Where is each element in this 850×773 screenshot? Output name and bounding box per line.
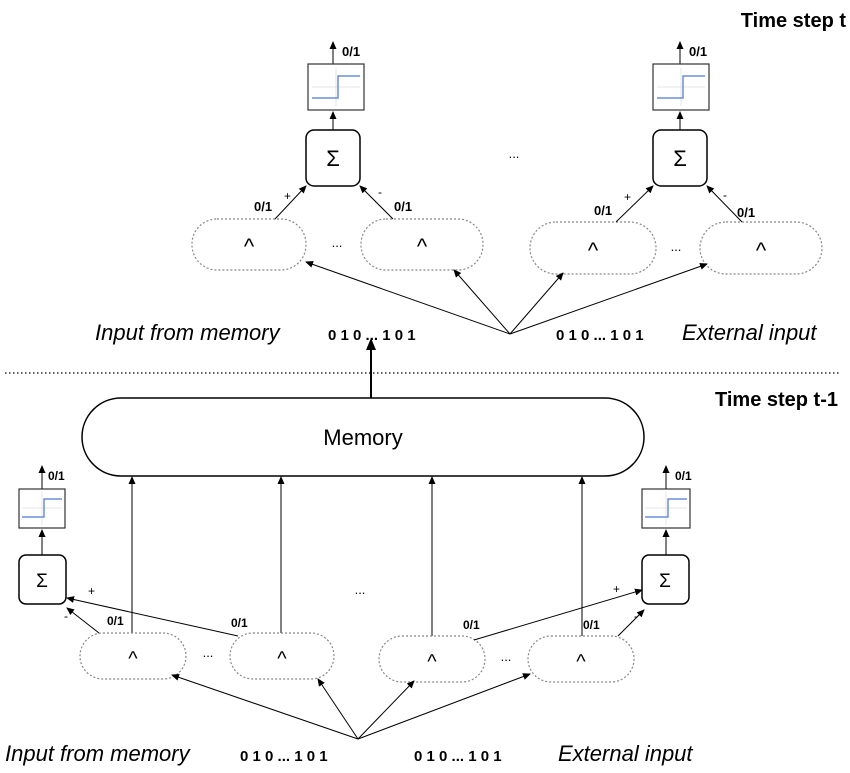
top-input-arrows [305,261,708,335]
and-symbol: ^ [277,648,287,670]
plus-sign: + [284,189,291,203]
plus-sign: + [613,582,620,596]
plus-sign: + [624,190,631,204]
and-symbol: ^ [128,648,138,670]
bottom-left-unit: 0/1 Σ ^ ^ ... 0/1 0/1 + - [18,465,335,680]
minus-sign: - [378,185,382,199]
step-function-icon [18,488,66,529]
minus-sign: - [723,188,727,202]
edge-label: 0/1 [394,199,412,214]
external-bits: 0 1 0 ... 1 0 1 [414,748,502,765]
bottom-input-arrows [171,673,531,740]
external-input-label: External input [682,320,817,345]
plus-sign: + [88,584,95,598]
and-gate [529,221,657,275]
external-input-label: External input [558,741,693,766]
edge-label: 0/1 [107,614,124,628]
input-from-memory-label: Input from memory [95,320,282,345]
step-function-icon [307,63,365,111]
and-symbol: ^ [244,234,255,259]
and-gate [229,632,335,680]
memory-block [81,397,645,477]
edge-label: 0/1 [583,618,600,632]
and-symbol: ^ [756,238,767,263]
and-gate [79,632,187,680]
output-label: 0/1 [675,469,692,483]
minus-sign: - [634,609,638,623]
bottom-title: Time step t-1 [715,389,838,411]
bottom-right-unit: 0/1 Σ ^ ... ^ 0/1 0/1 + - [378,465,692,683]
output-label: 0/1 [48,469,65,483]
output-label: 0/1 [342,44,360,59]
and-gate [191,218,307,271]
edge-label: 0/1 [463,618,480,632]
sum-node [18,554,67,605]
ellipsis: ... [332,235,343,250]
top-right-unit: 0/1 Σ ^ ^ ... 0/1 + 0/1 - [529,41,823,275]
ellipsis: ... [501,649,512,664]
sum-symbol: Σ [326,146,340,171]
and-gate [360,218,484,271]
edge-label: 0/1 [594,203,612,218]
top-left-unit: 0/1 Σ ^ ^ ... 0/1 + 0/1 - [191,41,484,271]
sum-node [652,129,708,187]
and-gate [699,221,823,275]
step-function-icon [652,63,710,111]
input-from-memory-label: Input from memory [5,741,192,766]
memory-bits: 0 1 0 ... 1 0 1 [328,327,416,344]
sum-node [641,554,690,605]
ellipsis: ... [509,146,520,161]
external-bits: 0 1 0 ... 1 0 1 [556,327,644,344]
ellipsis: ... [355,582,366,597]
memory-bits: 0 1 0 ... 1 0 1 [240,748,328,765]
edge-label: 0/1 [231,616,248,630]
edge-label: 0/1 [254,199,272,214]
and-gate [378,635,486,683]
and-gate [527,635,635,683]
sum-symbol: Σ [673,146,687,171]
sum-node [305,129,361,187]
ellipsis: ... [203,645,214,660]
and-symbol: ^ [427,651,437,673]
memory-input-arrows [128,476,586,636]
ellipsis: ... [671,239,682,254]
and-symbol: ^ [576,651,586,673]
sum-symbol: Σ [36,571,48,592]
top-title: Time step t [741,10,847,32]
output-label: 0/1 [689,44,707,59]
step-function-icon [641,488,691,529]
minus-sign: - [64,609,68,623]
edge-label: 0/1 [737,205,755,220]
and-symbol: ^ [417,234,428,259]
and-symbol: ^ [588,238,599,263]
memory-label: Memory [323,425,402,450]
sum-symbol: Σ [659,571,671,592]
